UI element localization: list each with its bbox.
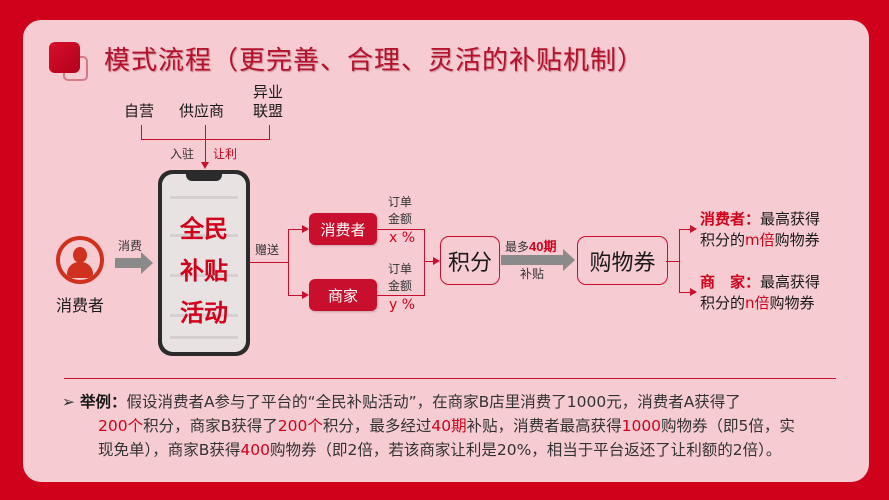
- source-alliance-line2: 联盟: [253, 102, 284, 120]
- bullet-arrow-icon: ➢: [62, 393, 75, 411]
- connector-line: [679, 292, 691, 293]
- order-amount-label: 金额: [388, 212, 413, 226]
- connector-line: [424, 229, 425, 296]
- voucher-box: 购物券: [577, 236, 668, 285]
- order-amount-label: 金额: [388, 279, 413, 293]
- phone-campaign-text: 全民 补贴 活动: [180, 215, 228, 327]
- connector-line: [269, 125, 270, 140]
- page-title: 模式流程（更完善、合理、灵活的补贴机制）: [104, 46, 645, 76]
- order-amount-label: 订单: [388, 262, 413, 276]
- divider: [64, 378, 836, 379]
- consumer-box: 消费者: [309, 213, 377, 245]
- consumer-rate: x %: [389, 230, 416, 246]
- arrow-right-icon: [690, 288, 697, 296]
- connector-line: [205, 125, 206, 140]
- source-supplier: 供应商: [179, 102, 225, 120]
- arrow-right-icon: [433, 257, 440, 265]
- merchant-outcome: 商 家：最高获得 积分的n倍购物券: [700, 273, 821, 312]
- connector-line: [288, 295, 303, 296]
- subsidy-label: 补贴: [520, 267, 545, 281]
- merchant-box: 商家: [309, 279, 377, 311]
- source-alliance-line1: 异业: [253, 83, 284, 101]
- connector-line: [250, 262, 288, 263]
- spend-label: 消费: [118, 239, 143, 253]
- connector-line: [205, 139, 206, 163]
- concession-label: 让利: [213, 147, 238, 161]
- connector-line: [424, 261, 434, 262]
- connector-line: [377, 295, 425, 296]
- connector-line: [679, 229, 691, 230]
- arrow-down-icon: [201, 162, 209, 169]
- subsidy-prefix: 最多40期: [505, 239, 557, 254]
- phone-mockup: 全民 补贴 活动: [158, 170, 250, 356]
- gift-label: 赠送: [255, 243, 280, 257]
- subsidy-arrow-icon: [501, 249, 575, 271]
- user-avatar-icon: [56, 236, 104, 284]
- arrow-right-icon: [115, 252, 153, 274]
- connector-line: [141, 125, 142, 140]
- arrow-right-icon: [302, 225, 309, 233]
- arrow-right-icon: [690, 225, 697, 233]
- merchant-rate: y %: [389, 297, 416, 313]
- arrow-right-icon: [302, 291, 309, 299]
- connector-line: [377, 229, 425, 230]
- consumer-outcome: 消费者：最高获得 积分的m倍购物券: [700, 210, 821, 249]
- connector-line: [666, 261, 680, 262]
- connector-line: [288, 229, 289, 296]
- join-label: 入驻: [170, 147, 195, 161]
- example-paragraph: ➢ 举例：假设消费者A参与了平台的“全民补贴活动”，在商家B店里消费了1000元…: [62, 393, 795, 459]
- connector-line: [679, 229, 680, 293]
- source-self-operated: 自营: [124, 102, 155, 120]
- consumer-label: 消费者: [56, 296, 105, 315]
- order-amount-label: 订单: [388, 195, 413, 209]
- points-box: 积分: [440, 236, 500, 285]
- connector-line: [288, 229, 303, 230]
- title-square-icon: [49, 42, 88, 81]
